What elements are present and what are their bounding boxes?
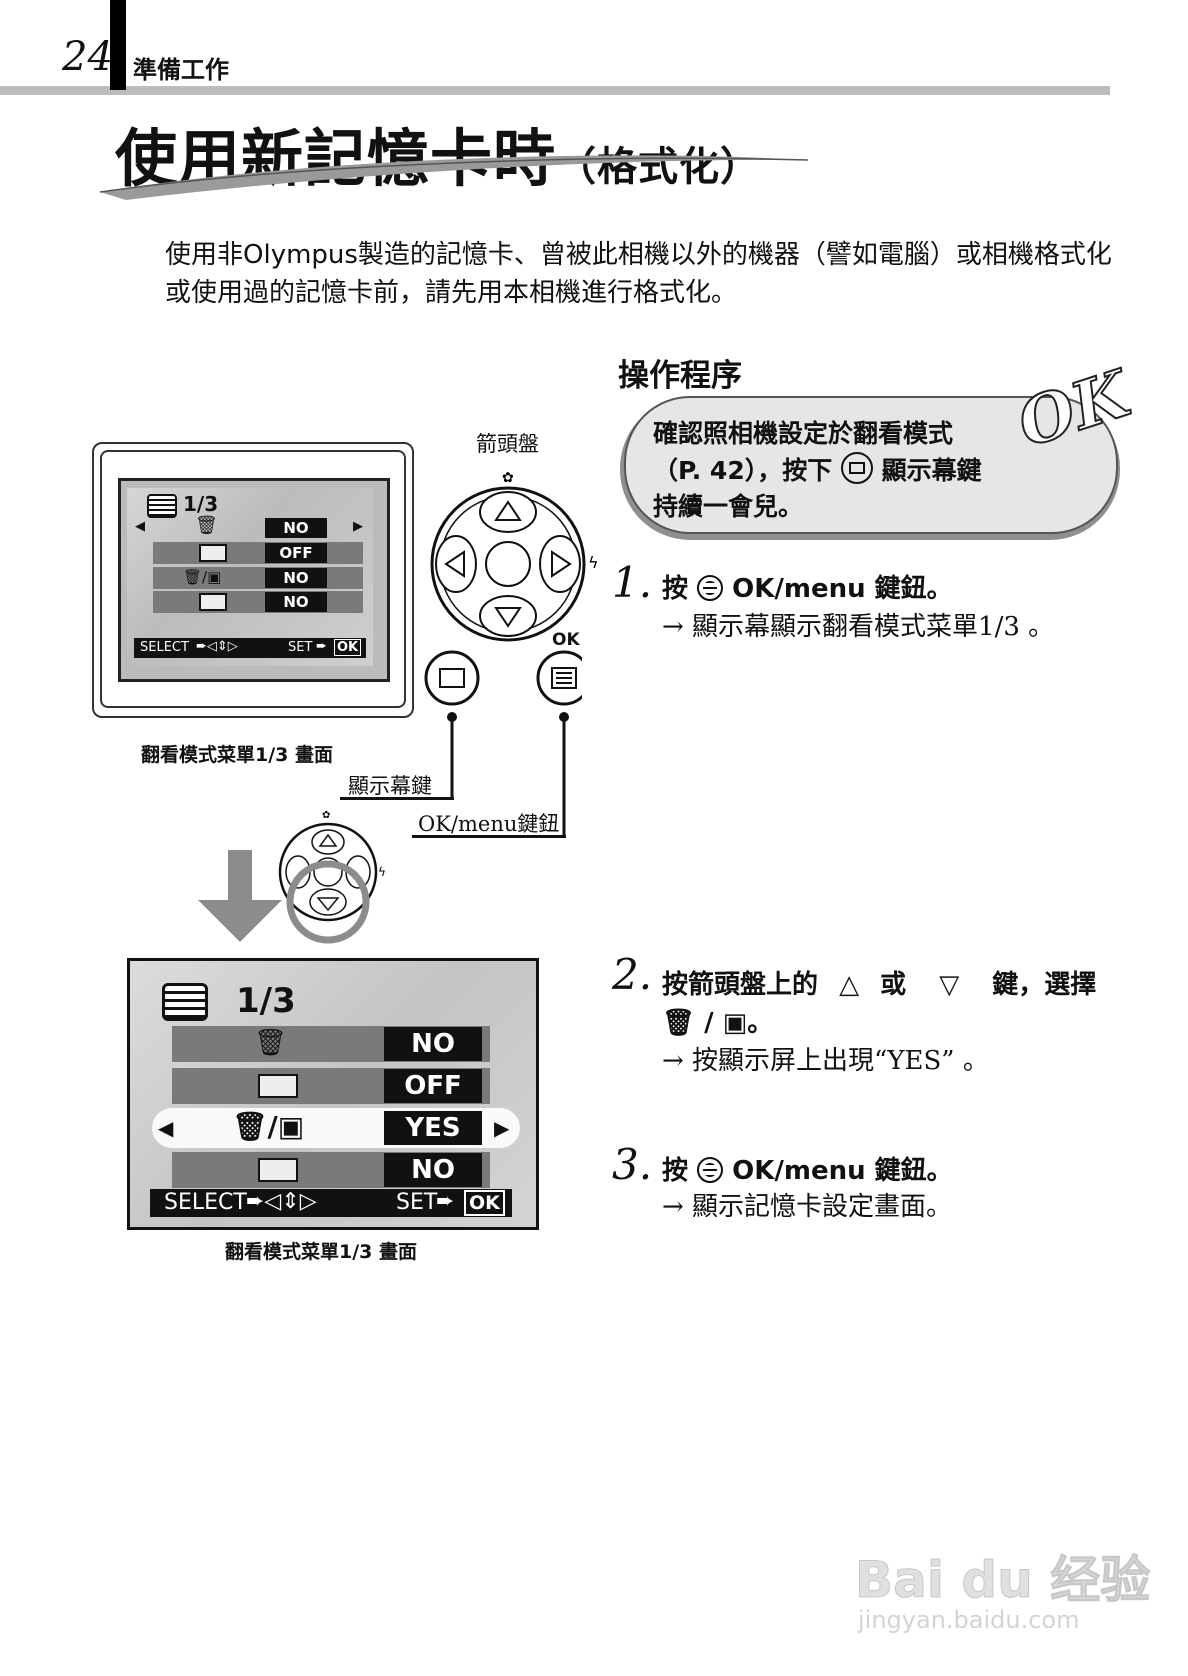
step-3-number: 3. [612, 1140, 653, 1189]
okmenu-icon [697, 1157, 724, 1183]
erase-icon: 🗑 [662, 1008, 696, 1038]
small-menu-row-3: 🗑/▣ NO [153, 567, 363, 589]
big-footer-set: SET [396, 1190, 438, 1215]
small-footer-arrows: ➨◁⇕▷ [196, 639, 238, 654]
camera-lcd-inner-frame [100, 450, 406, 708]
step-2-main: 按箭頭盤上的 △ 或 ▽ 鍵，選擇 [662, 970, 1097, 1000]
right-arrow-icon: ▶ [494, 1116, 510, 1140]
small-value-3: NO [265, 568, 327, 588]
format-icon: ▣。 [722, 1008, 774, 1038]
svg-text:ϟ: ϟ [378, 865, 386, 879]
small-footer-ok: OK [334, 639, 362, 656]
small-footer-set: SET [288, 640, 313, 655]
small-value-1: NO [265, 518, 327, 538]
step-3-main: 按 OK/menu 鍵鈕。 [662, 1156, 953, 1186]
erase-icon: 🗑 [195, 515, 218, 536]
callout-text: 確認照相機設定於翻看模式 （P. 42），按下 顯示幕鍵 持續一會兒。 [653, 416, 1033, 525]
big-footer-select: SELECT [164, 1190, 247, 1215]
small-value-4: NO [265, 592, 327, 612]
small-menu-footer: SELECT ➨◁⇕▷ SET ➨ OK [134, 638, 366, 658]
playback-icon [258, 1158, 298, 1182]
playback-icon [199, 593, 227, 611]
down-triangle-icon: ▽ [939, 970, 960, 1000]
caption-top: 翻看模式菜單1/3 畫面 [141, 744, 333, 766]
small-menu-row-4: NO [153, 591, 363, 613]
svg-text:ϟ: ϟ [588, 553, 599, 572]
big-footer-arrow: ➨ [436, 1189, 455, 1214]
big-value-2: OFF [384, 1069, 482, 1103]
arrow-pad-label: 箭頭盤 [476, 432, 539, 456]
big-value-4: NO [384, 1153, 482, 1187]
big-menu-row-1: 🗑 NO [172, 1026, 490, 1062]
step-3-sub: → 顯示記憶卡設定畫面。 [662, 1192, 953, 1222]
buttons-and-leaders [424, 650, 582, 835]
up-triangle-icon: △ [839, 970, 860, 1000]
right-arrow-icon: ▶ [353, 519, 363, 534]
okmenu-leader [412, 835, 566, 838]
small-menu-page: 1/3 [183, 492, 219, 516]
step-2-sub: → 按顯示屏上出現“YES” 。 [662, 1046, 989, 1076]
erase-icon: 🗑 [254, 1028, 288, 1058]
watermark-url: jingyan.baidu.com [858, 1606, 1080, 1634]
small-value-2: OFF [265, 543, 327, 563]
step-1-number: 1. [612, 558, 653, 607]
protect-icon [199, 544, 227, 562]
ok-badge: OK [1008, 356, 1139, 464]
protect-icon [258, 1074, 298, 1098]
big-menu-page: 1/3 [236, 981, 296, 1021]
mini-pad-down: ✿ ϟ [198, 810, 386, 944]
display-key-label: 顯示幕鍵 [348, 774, 432, 798]
page-number: 24 [62, 34, 113, 80]
left-arrow-icon: ◀ [135, 519, 145, 534]
menu-icon [147, 494, 177, 518]
svg-text:✿: ✿ [322, 810, 330, 821]
small-menu-row-1: ◀ 🗑 NO ▶ [133, 515, 369, 539]
left-arrow-icon: ◀ [158, 1116, 174, 1140]
arrow-pad: ✿ ϟ [430, 470, 599, 642]
small-footer-select: SELECT [140, 640, 189, 655]
big-menu-footer: SELECT ➨◁⇕▷ SET ➨ OK [150, 1189, 512, 1217]
step-1-sub: → 顯示幕顯示翻看模式菜單1/3 。 [662, 612, 1055, 642]
operation-heading: 操作程序 [618, 358, 742, 394]
ok-label: OK [552, 630, 580, 650]
erase-format-icon: 🗑/▣ [232, 1110, 305, 1143]
title-sub: （格式化） [556, 144, 762, 190]
big-footer-arrows: ➨◁⇕▷ [246, 1189, 317, 1214]
big-value-3: YES [384, 1111, 482, 1145]
callout-line-2: （P. 42），按下 顯示幕鍵 [653, 452, 1033, 489]
erase-format-icon: 🗑/▣ [183, 568, 222, 586]
display-key-leader [340, 797, 454, 800]
section-title: 準備工作 [133, 56, 229, 84]
big-menu-row-3-selected: ◀ 🗑/▣ YES ▶ [152, 1108, 520, 1148]
big-value-1: NO [384, 1027, 482, 1061]
callout-line-3: 持續一會兒。 [653, 492, 804, 521]
step-2-main-line2: 🗑 / ▣。 [662, 1008, 774, 1038]
big-footer-ok: OK [464, 1190, 505, 1216]
okmenu-label: OK/menu鍵鈕 [418, 812, 560, 836]
big-menu-icon [162, 983, 208, 1021]
caption-bottom: 翻看模式菜單1/3 畫面 [225, 1241, 417, 1263]
display-key-icon [840, 452, 873, 484]
header-rule [0, 86, 1110, 95]
okmenu-icon [697, 575, 724, 601]
svg-text:✿: ✿ [502, 470, 514, 486]
step-1-main: 按 OK/menu 鍵鈕。 [662, 574, 953, 604]
small-menu-row-2: OFF [153, 542, 363, 564]
watermark-brand: Bai du 经验 [854, 1551, 1151, 1610]
small-footer-arrow: ➨ [316, 639, 327, 654]
step-2-number: 2. [612, 950, 653, 999]
callout-line-1: 確認照相機設定於翻看模式 [653, 419, 954, 448]
big-menu-row-4: NO [172, 1152, 490, 1188]
big-menu-row-2: OFF [172, 1068, 490, 1104]
header-bar [110, 0, 126, 90]
intro-paragraph: 使用非Olympus製造的記憶卡、曾被此相機以外的機器（譬如電腦）或相機格式化或… [165, 240, 1112, 308]
title-swoosh [99, 155, 809, 200]
